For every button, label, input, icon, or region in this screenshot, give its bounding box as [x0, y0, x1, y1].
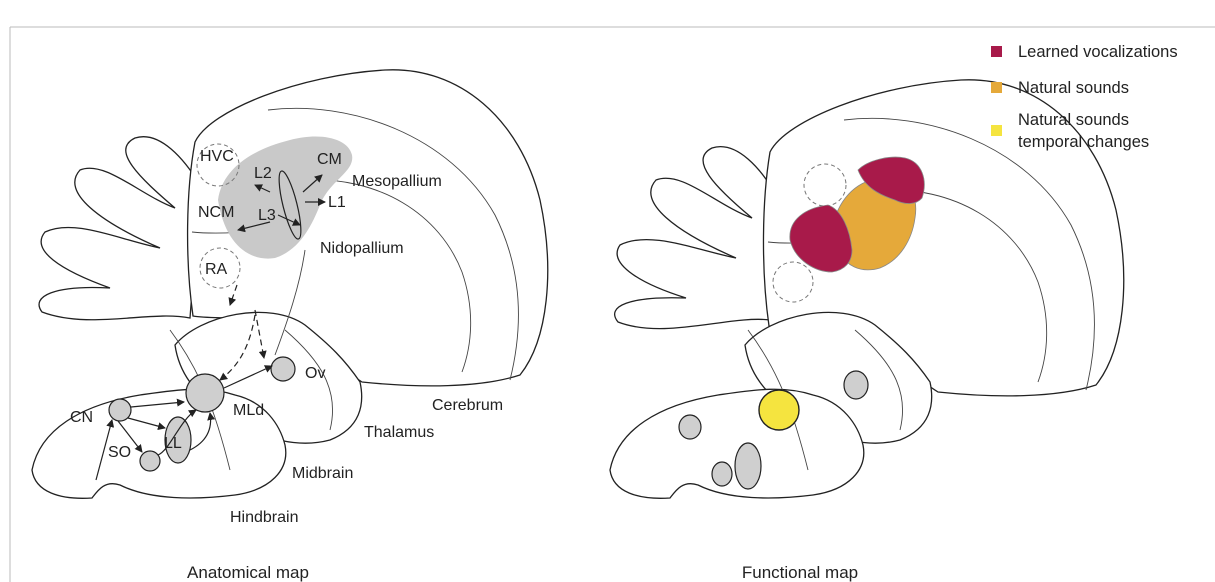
- label-thalamus: Thalamus: [364, 424, 434, 441]
- legend-label-natural-sounds: Natural sounds: [1018, 79, 1129, 97]
- label-midbrain: Midbrain: [292, 465, 353, 482]
- mld-nucleus: [186, 374, 224, 412]
- cn-nucleus: [679, 415, 701, 439]
- so-nucleus: [712, 462, 732, 486]
- label-ov: Ov: [305, 365, 325, 382]
- cerebellum: [39, 137, 200, 320]
- label-cm: CM: [317, 151, 342, 168]
- label-so: SO: [108, 444, 131, 461]
- label-nidopallium: Nidopallium: [320, 240, 404, 257]
- label-mld: MLd: [233, 402, 264, 419]
- label-hvc: HVC: [200, 148, 234, 165]
- caption-anatomical: Anatomical map: [187, 563, 309, 582]
- label-ra: RA: [205, 261, 228, 278]
- label-hindbrain: Hindbrain: [230, 509, 298, 526]
- so-nucleus: [140, 451, 160, 471]
- legend-label-learned-vocalizations: Learned vocalizations: [1018, 43, 1178, 61]
- ll-nucleus: [735, 443, 761, 489]
- label-cerebrum: Cerebrum: [432, 397, 503, 414]
- functional-map: Functional map: [610, 80, 1124, 582]
- legend-label-temporal-changes-line1: Natural sounds: [1018, 111, 1129, 129]
- legend-label-temporal-changes-line2: temporal changes: [1018, 133, 1149, 151]
- legend-swatch-natural-sounds: [991, 82, 1002, 93]
- legend-swatch-temporal-changes: [991, 125, 1002, 136]
- label-ll: LL: [164, 435, 182, 452]
- caption-functional: Functional map: [742, 563, 858, 582]
- anatomical-map: HVC L2 CM Mesopallium NCM L3 L1 Nidopall…: [32, 70, 548, 582]
- label-l3: L3: [258, 207, 276, 224]
- label-cn: CN: [70, 409, 93, 426]
- ov-nucleus: [271, 357, 295, 381]
- mld-activation: [759, 390, 799, 430]
- ov-nucleus: [844, 371, 868, 399]
- label-l1: L1: [328, 194, 346, 211]
- cn-nucleus: [109, 399, 131, 421]
- label-mesopallium: Mesopallium: [352, 173, 442, 190]
- label-ncm: NCM: [198, 204, 234, 221]
- legend-swatch-learned-vocalizations: [991, 46, 1002, 57]
- hindbrain-outline: [610, 389, 864, 498]
- cerebellum: [615, 147, 776, 329]
- label-l2: L2: [254, 165, 272, 182]
